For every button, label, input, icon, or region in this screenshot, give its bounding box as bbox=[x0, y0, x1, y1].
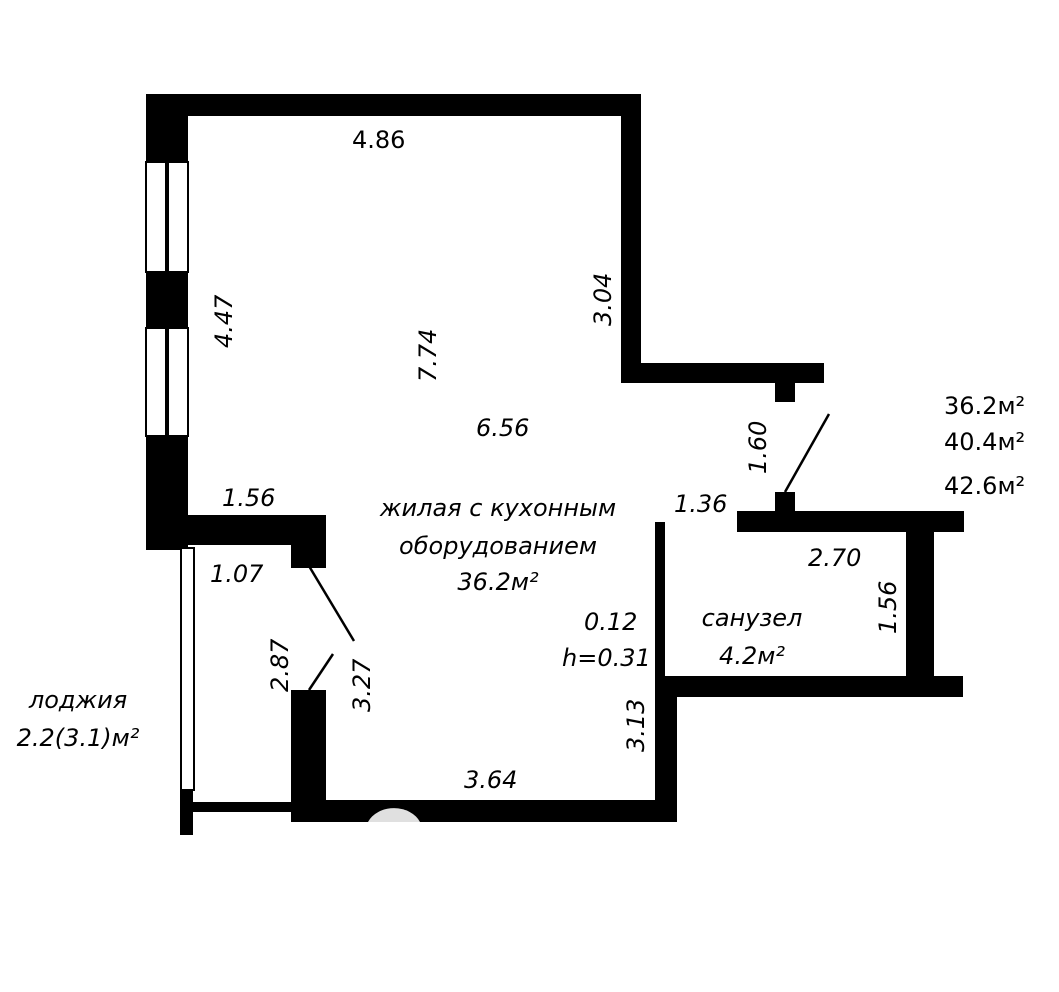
dim-center: 6.56 bbox=[476, 414, 529, 442]
wall-recess-end bbox=[291, 515, 326, 568]
wall-bath-right bbox=[906, 511, 934, 697]
dim-top: 4.86 bbox=[352, 126, 405, 154]
walls bbox=[146, 94, 964, 835]
dim-left-lower: 1.56 bbox=[222, 484, 275, 512]
wall-top bbox=[146, 94, 641, 116]
door-entrance-swing bbox=[783, 413, 831, 493]
room-loggia-name: лоджия bbox=[28, 686, 127, 714]
dim-door-right: 1.60 bbox=[744, 421, 772, 474]
dim-bath-height: 1.56 bbox=[874, 581, 902, 634]
wall-lower-left bbox=[291, 690, 326, 822]
dim-right-upper: 3.04 bbox=[589, 273, 617, 326]
room-bathroom-name: санузел bbox=[702, 604, 803, 632]
room-living-line1: жилая с кухонным bbox=[379, 494, 616, 522]
wall-left-mid bbox=[146, 272, 188, 328]
bottom-marker bbox=[368, 808, 420, 822]
dim-step: 0.12 bbox=[584, 608, 637, 636]
door-loggia-swing-upper bbox=[307, 565, 356, 642]
door-jamb-upper bbox=[775, 380, 795, 402]
loggia-glazing bbox=[180, 547, 195, 791]
dim-bottom: 3.64 bbox=[464, 766, 517, 794]
room-living-area: 36.2м² bbox=[457, 568, 539, 596]
dim-corridor: 1.36 bbox=[674, 490, 727, 518]
wall-bath-bottom bbox=[655, 676, 963, 697]
dim-diagonal: 7.74 bbox=[414, 329, 442, 382]
wall-bath-left bbox=[655, 522, 665, 697]
wall-right-upper bbox=[621, 94, 641, 383]
loggia-frame-bottom bbox=[180, 802, 295, 812]
dim-lower-left: 2.87 bbox=[266, 638, 294, 692]
room-bathroom-area: 4.2м² bbox=[719, 642, 785, 670]
dim-recess: 1.07 bbox=[210, 560, 264, 588]
dim-step-height: h=0.31 bbox=[562, 644, 651, 672]
total-living-area: 36.2м² bbox=[944, 392, 1025, 420]
room-loggia-area: 2.2(3.1)м² bbox=[17, 724, 140, 752]
dim-lower-mid: 3.27 bbox=[348, 658, 376, 712]
dim-lower-right: 3.13 bbox=[622, 699, 650, 752]
doors bbox=[307, 413, 831, 691]
wall-left-top bbox=[146, 94, 188, 162]
door-loggia-swing-lower bbox=[307, 653, 335, 691]
total-area-with-loggia: 42.6м² bbox=[944, 472, 1025, 500]
wall-lower-right bbox=[655, 676, 677, 822]
total-area: 40.4м² bbox=[944, 428, 1025, 456]
wall-step-right bbox=[621, 363, 824, 383]
wall-bottom bbox=[291, 800, 677, 822]
dim-left-window: 4.47 bbox=[210, 294, 238, 348]
dim-bath-width: 2.70 bbox=[808, 544, 861, 572]
windows bbox=[145, 161, 195, 791]
room-living-line2: оборудованием bbox=[399, 532, 597, 560]
